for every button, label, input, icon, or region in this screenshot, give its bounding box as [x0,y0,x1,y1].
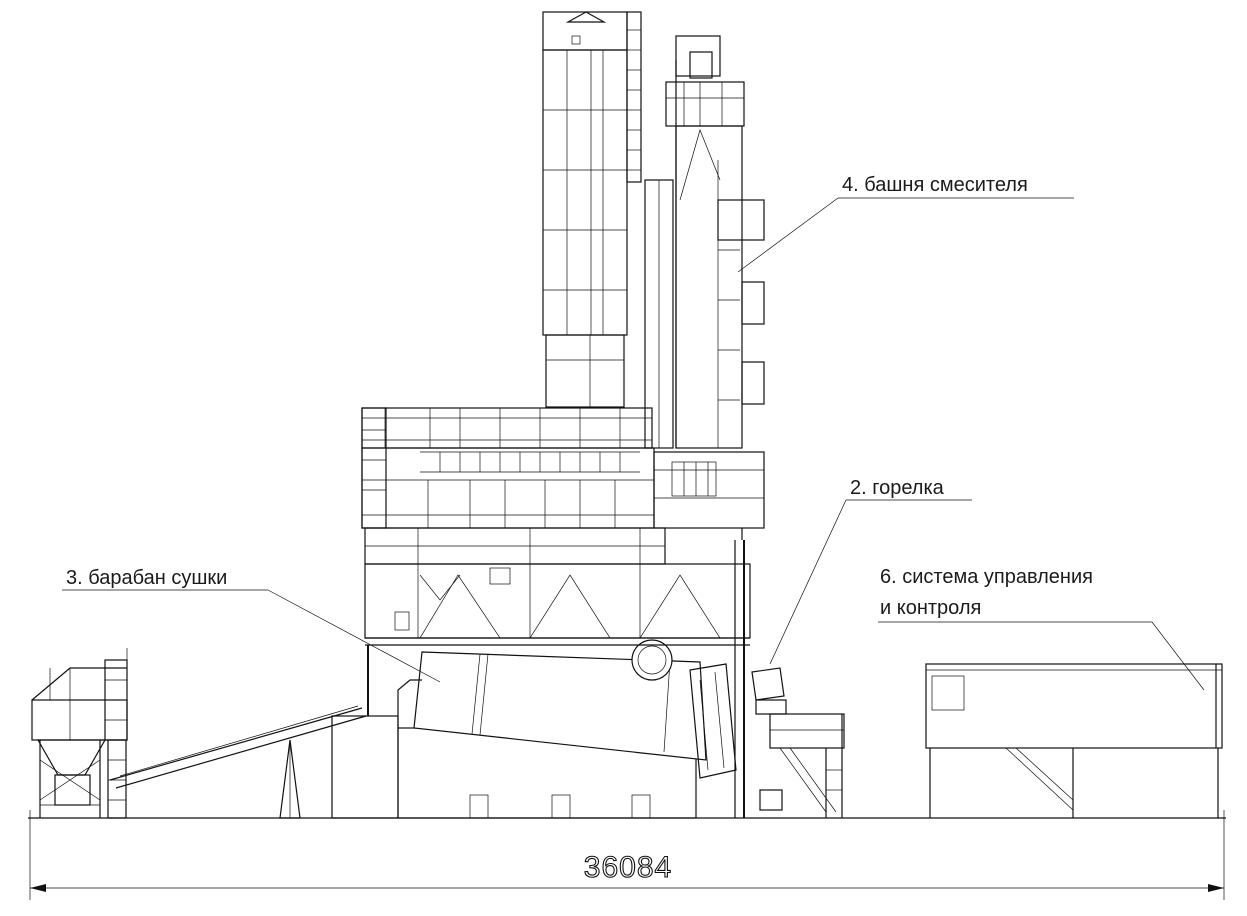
callout-burner: 2. горелка [769,477,972,665]
label-control-system-line2: и контроля [880,597,981,619]
burner [751,667,787,811]
callout-mixer-tower: 4. башня смесителя [737,174,1074,273]
dryer-drum [397,651,737,779]
screen-deck [361,407,655,529]
dust-pipe [631,639,673,681]
inclined-conveyor [109,705,367,819]
label-mixer-tower: 4. башня смесителя [842,174,1028,196]
filler-silo [542,11,642,408]
hot-elevator [644,60,677,449]
control-cabin [925,663,1223,818]
label-control-system-line1: 6. система управления [880,566,1093,588]
dimension-value: 36084 [584,851,672,884]
label-burner: 2. горелка [850,477,945,499]
mixer-tower [653,35,765,540]
label-dryer-drum: 3. барабан сушки [66,567,227,589]
callout-control-system: 6. система управления и контроля [878,566,1205,691]
main-frame [364,527,751,818]
dimension-line: 36084 [29,810,1225,900]
cold-feed-hopper [31,648,128,819]
callout-dryer-drum: 3. барабан сушки [62,567,441,683]
burner-stairs [769,713,845,818]
